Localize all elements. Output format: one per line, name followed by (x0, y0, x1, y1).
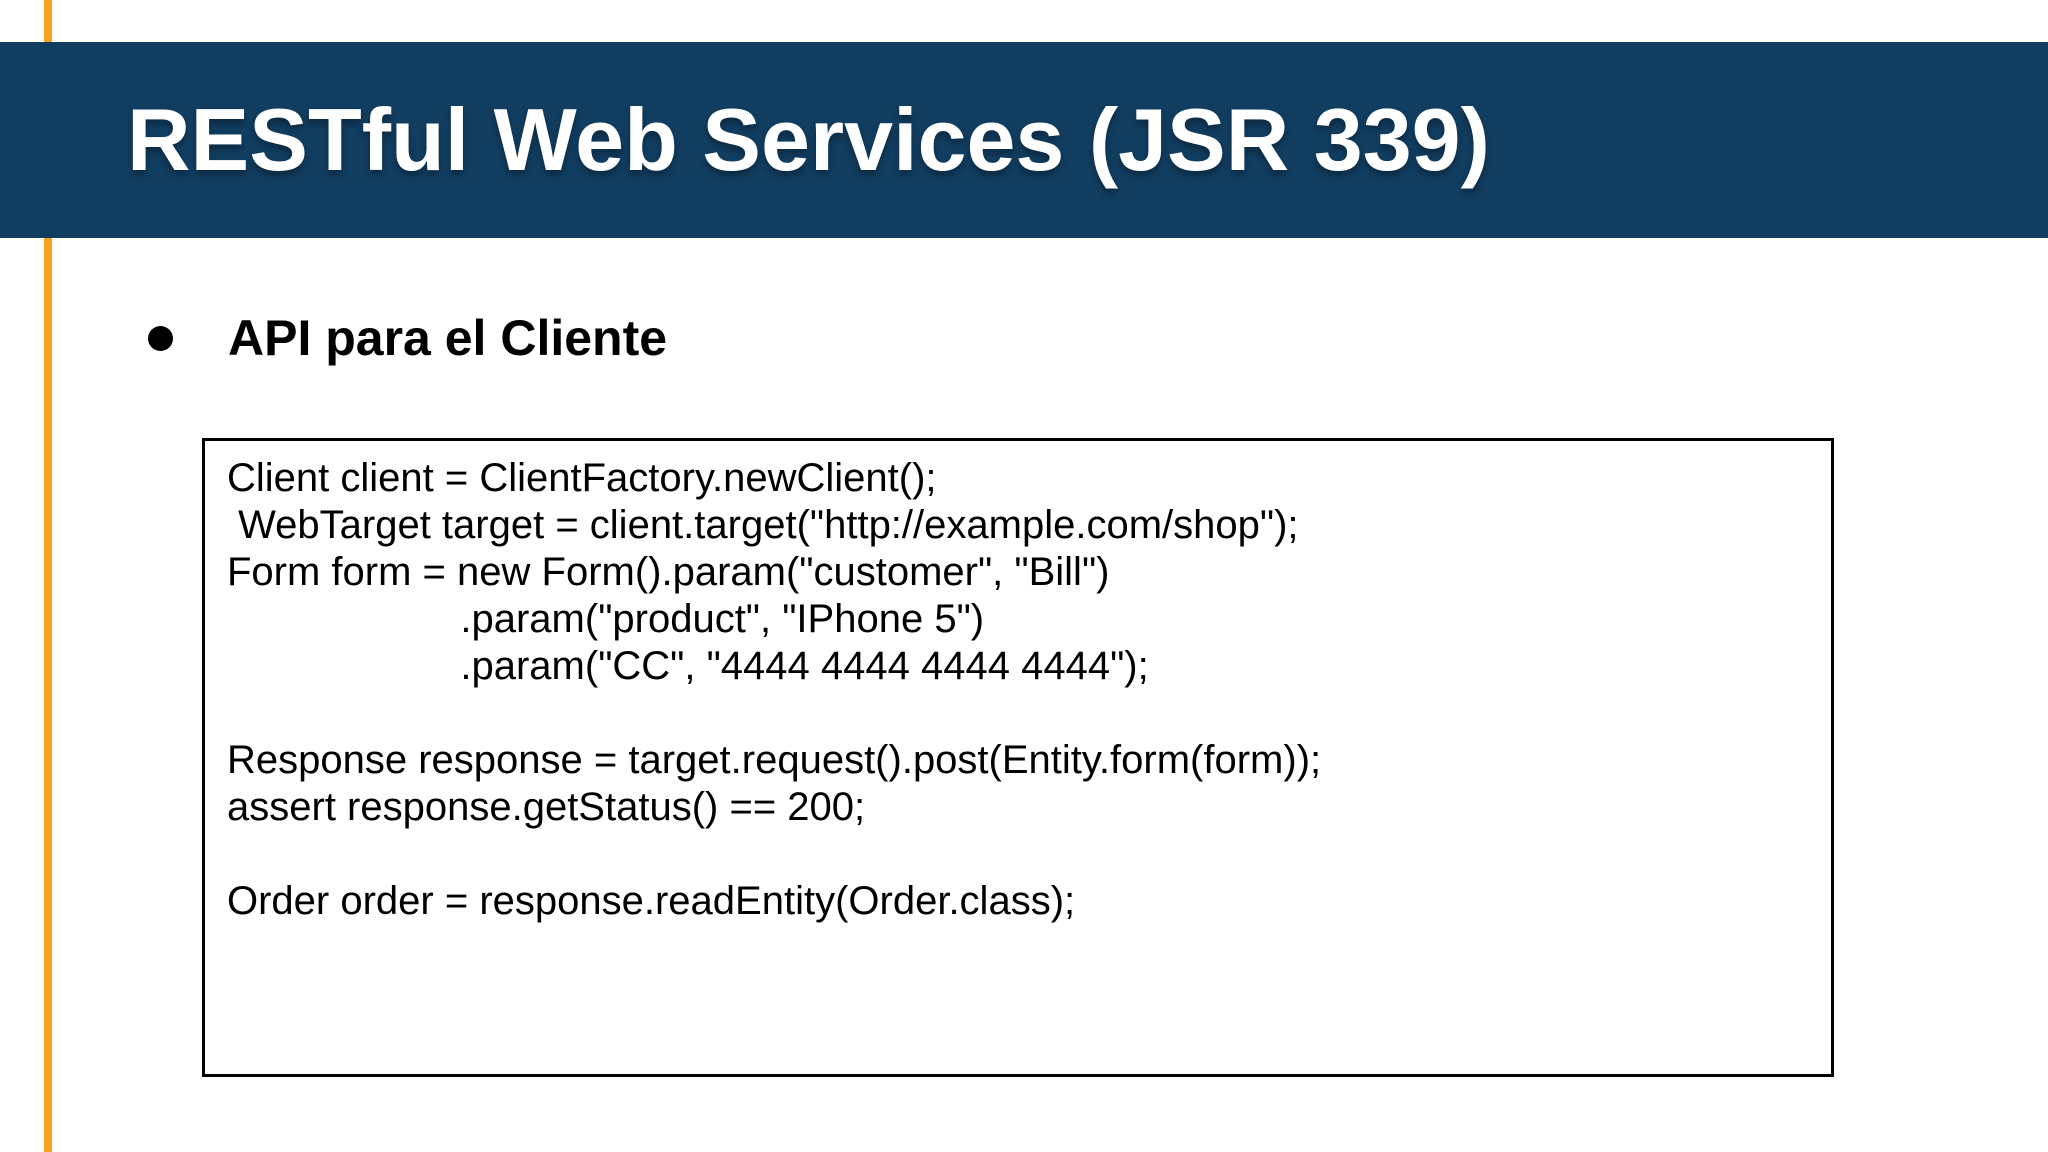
bullet-marker-icon (148, 326, 173, 351)
slide-title: RESTful Web Services (JSR 339) (127, 90, 1490, 189)
accent-vertical-line (44, 0, 52, 1152)
slide-title-bar: RESTful Web Services (JSR 339) (0, 42, 2048, 238)
code-text: Client client = ClientFactory.newClient(… (227, 456, 1322, 923)
bullet-label: API para el Cliente (228, 310, 668, 366)
code-block: Client client = ClientFactory.newClient(… (202, 438, 1834, 1077)
bullet-item: API para el Cliente (0, 306, 2048, 370)
